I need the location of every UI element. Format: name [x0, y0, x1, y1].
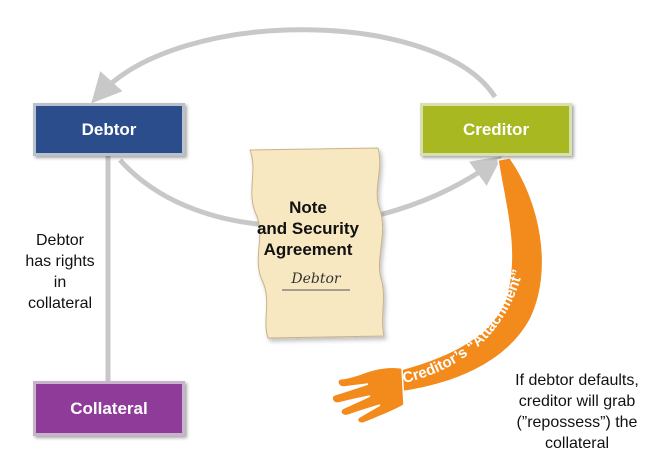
- debtor-rights-line: has rights: [25, 253, 95, 270]
- debtor-rights-label: Debtor has rights in collateral: [20, 230, 100, 314]
- document-title: Note and Security Agreement: [246, 197, 370, 260]
- grabbing-hand-icon: [331, 366, 405, 424]
- default-note-line: creditor will grab: [518, 393, 636, 410]
- default-note-line: If debtor defaults,: [515, 372, 639, 389]
- document-title-line-3: Agreement: [263, 240, 353, 259]
- default-note-label: If debtor defaults, creditor will grab (…: [502, 370, 652, 454]
- debtor-rights-line: in collateral: [27, 274, 93, 312]
- default-note-line: collateral: [544, 435, 610, 452]
- debtor-rights-line: Debtor: [35, 232, 85, 249]
- collateral-label: Collateral: [70, 398, 148, 418]
- creditor-box: Creditor: [420, 103, 572, 156]
- document-title-line-1: Note: [289, 198, 327, 217]
- creditor-label: Creditor: [462, 119, 530, 139]
- document-title-line-2: and Security: [256, 219, 360, 238]
- top-arc-arrow: [91, 27, 498, 104]
- document-signature: Debtor: [291, 271, 341, 287]
- collateral-box: Collateral: [33, 381, 185, 436]
- debtor-label: Debtor: [81, 119, 137, 139]
- default-note-line: (”repossess”) the: [516, 414, 638, 431]
- debtor-box: Debtor: [33, 103, 185, 156]
